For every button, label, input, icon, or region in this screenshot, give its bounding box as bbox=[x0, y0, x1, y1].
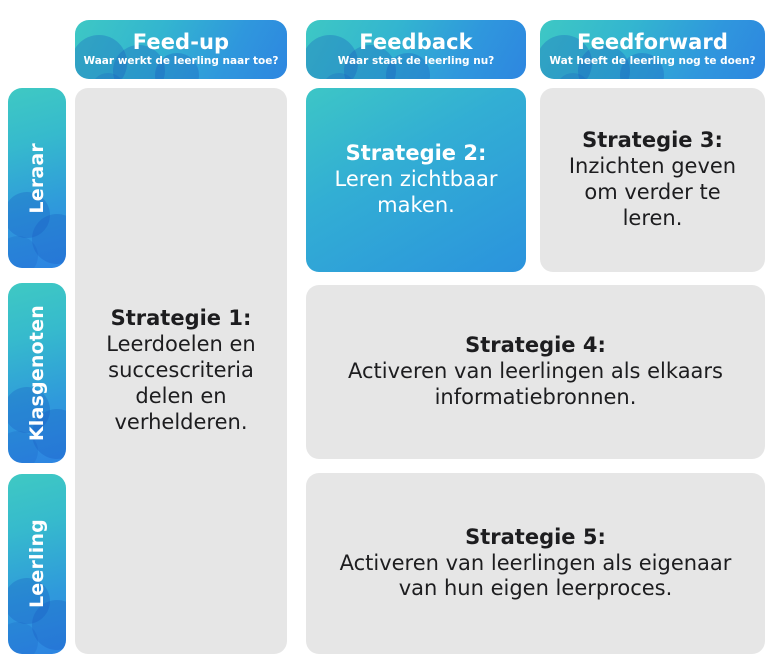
column-header-feed-up[interactable]: Feed-up Waar werkt de leerling naar toe? bbox=[75, 20, 287, 79]
column-header-feedback[interactable]: Feedback Waar staat de leerling nu? bbox=[306, 20, 526, 79]
strategy-card-heading: Strategie 3: bbox=[582, 128, 723, 153]
column-subtitle: Waar staat de leerling nu? bbox=[337, 55, 495, 68]
strategy-card-3[interactable]: Strategie 3: Inzichten geven om verder t… bbox=[540, 88, 765, 272]
strategy-card-heading: Strategie 5: bbox=[465, 524, 606, 549]
strategy-card-2[interactable]: Strategie 2: Leren zichtbaar maken. bbox=[306, 88, 526, 272]
row-tab-label: Klasgenoten bbox=[26, 304, 48, 442]
strategy-card-text: Strategie 2: Leren zichtbaar maken. bbox=[320, 141, 512, 218]
strategy-card-text: Strategie 5: Activeren van leerlingen al… bbox=[320, 525, 751, 602]
column-subtitle: Waar werkt de leerling naar toe? bbox=[83, 55, 279, 68]
column-subtitle: Wat heeft de leerling nog te doen? bbox=[549, 55, 756, 68]
strategy-card-body: Activeren van leerlingen als elkaars inf… bbox=[347, 359, 724, 409]
strategy-card-body: Leerdoelen en succescriteria delen en ve… bbox=[106, 332, 256, 434]
strategy-card-heading: Strategie 4: bbox=[465, 333, 606, 358]
strategy-card-body: Inzichten geven om verder te leren. bbox=[568, 154, 737, 230]
strategy-card-5[interactable]: Strategie 5: Activeren van leerlingen al… bbox=[306, 473, 765, 654]
strategy-card-body: Activeren van leerlingen als eigenaar va… bbox=[339, 550, 732, 601]
strategy-card-body: Leren zichtbaar maken. bbox=[334, 167, 498, 217]
strategy-card-text: Strategie 3: Inzichten geven om verder t… bbox=[554, 128, 751, 231]
column-header-feedforward[interactable]: Feedforward Wat heeft de leerling nog te… bbox=[540, 20, 765, 79]
strategy-card-heading: Strategie 1: bbox=[110, 306, 252, 331]
strategy-card-heading: Strategie 2: bbox=[345, 141, 487, 166]
strategy-card-text: Strategie 4: Activeren van leerlingen al… bbox=[320, 333, 751, 410]
strategy-card-1[interactable]: Strategie 1: Leerdoelen en succescriteri… bbox=[75, 88, 287, 654]
column-title: Feedforward bbox=[577, 30, 728, 55]
column-title: Feed-up bbox=[132, 30, 230, 55]
row-tab-leerling[interactable]: Leerling bbox=[8, 474, 66, 654]
row-tab-label: Leerling bbox=[26, 519, 48, 609]
strategy-card-4[interactable]: Strategie 4: Activeren van leerlingen al… bbox=[306, 285, 765, 459]
row-tab-leraar[interactable]: Leraar bbox=[8, 88, 66, 268]
strategy-card-text: Strategie 1: Leerdoelen en succescriteri… bbox=[89, 306, 273, 435]
row-tab-klasgenoten[interactable]: Klasgenoten bbox=[8, 283, 66, 463]
column-title: Feedback bbox=[359, 30, 473, 55]
row-tab-label: Leraar bbox=[26, 142, 48, 214]
